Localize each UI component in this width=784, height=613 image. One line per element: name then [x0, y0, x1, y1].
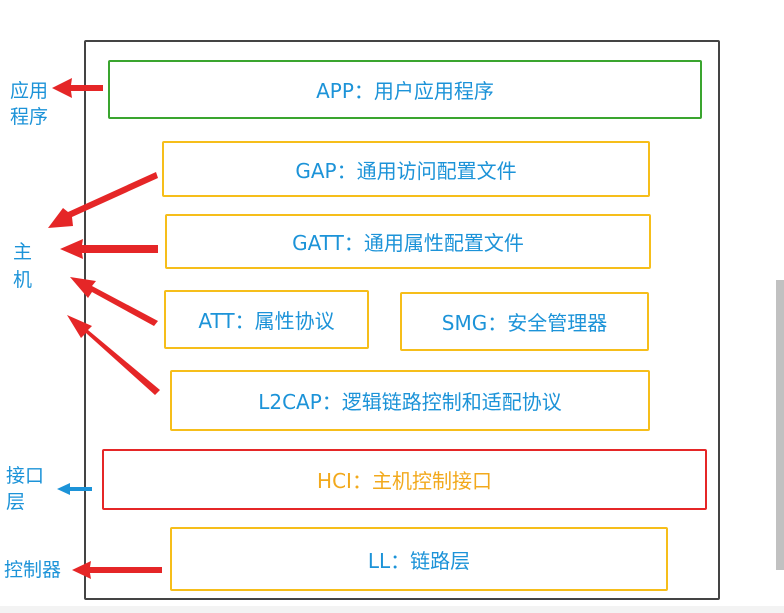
layer-smg-label: SMG：安全管理器 — [441, 311, 608, 335]
layer-gap: GAP：通用访问配置文件 — [162, 141, 650, 197]
side-label-controller-line1: 控制器 — [4, 559, 62, 581]
layer-hci-label: HCI：主机控制接口 — [317, 469, 492, 493]
layer-att-label: ATT：属性协议 — [198, 309, 335, 333]
layer-gatt-label: GATT：通用属性配置文件 — [292, 231, 524, 255]
layer-gatt: GATT：通用属性配置文件 — [165, 214, 651, 269]
layer-att: ATT：属性协议 — [164, 290, 369, 349]
layer-l2cap-label: L2CAP：逻辑链路控制和适配协议 — [258, 390, 562, 414]
side-label-controller: 控制器 — [4, 557, 61, 583]
side-label-app-line2: 程序 — [10, 106, 49, 128]
layer-hci: HCI：主机控制接口 — [102, 449, 707, 510]
bottom-edge — [0, 606, 784, 613]
scrollbar[interactable] — [776, 280, 784, 570]
side-label-host-line2: 机 — [13, 269, 33, 291]
side-label-app: 应用 程序 — [10, 78, 48, 130]
side-label-interface-line2: 层 — [6, 491, 26, 513]
side-label-app-line1: 应用 — [10, 80, 49, 102]
layer-app-label: APP：用户应用程序 — [316, 79, 494, 103]
layer-ll: LL：链路层 — [170, 527, 668, 591]
side-label-interface-line1: 接口 — [6, 465, 45, 487]
layer-smg: SMG：安全管理器 — [400, 292, 649, 351]
layer-l2cap: L2CAP：逻辑链路控制和适配协议 — [170, 370, 650, 431]
layer-ll-label: LL：链路层 — [367, 548, 471, 573]
layer-gap-label: GAP：通用访问配置文件 — [295, 158, 517, 183]
side-label-interface: 接口 层 — [6, 463, 44, 515]
layer-app: APP：用户应用程序 — [108, 60, 702, 119]
side-label-host: 主 机 — [13, 238, 32, 294]
side-label-host-line1: 主 — [13, 241, 33, 263]
